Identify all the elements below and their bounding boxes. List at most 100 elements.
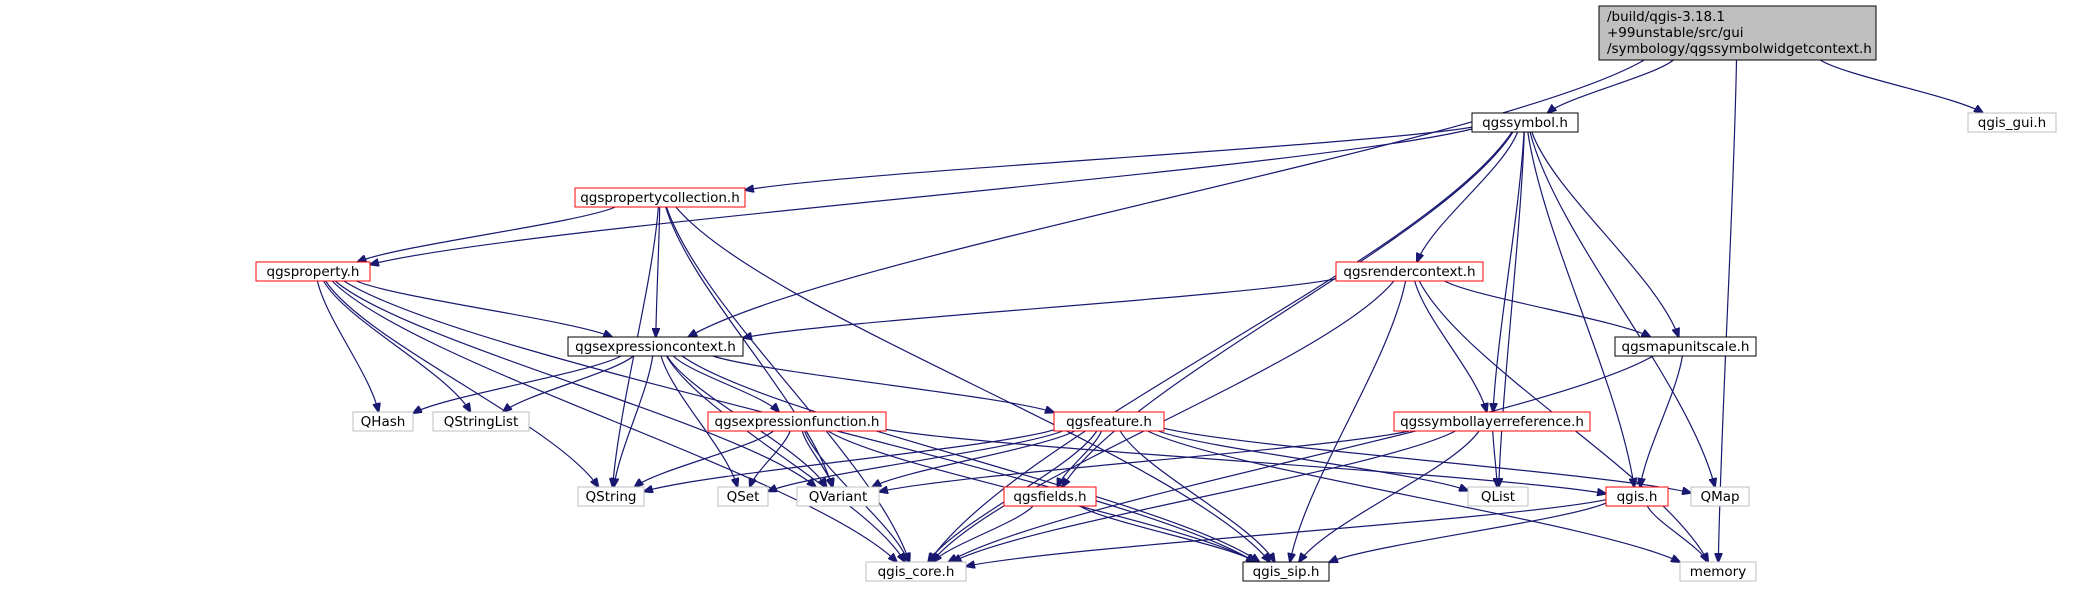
edge-qgsexpressioncontext-to-qset bbox=[660, 355, 738, 487]
nodes-layer: /build/qgis-3.18.1+99unstable/src/gui/sy… bbox=[255, 5, 2057, 582]
edge-qgssymbollayerreference-to-qlist bbox=[1492, 430, 1497, 487]
edge-qgsproperty-to-qstring bbox=[325, 280, 599, 487]
node-qhash-label: QHash bbox=[361, 414, 406, 430]
node-qgsexpressionfunction[interactable]: qgsexpressionfunction.h bbox=[707, 411, 887, 432]
node-qgssymbollayerreference-box bbox=[1393, 411, 1591, 432]
node-qgis_gui-label: qgis_gui.h bbox=[1978, 115, 2046, 131]
node-qstring[interactable]: QString bbox=[577, 486, 645, 507]
node-qmap-label: QMap bbox=[1700, 489, 1739, 505]
node-qlist-box bbox=[1467, 486, 1529, 507]
edge-qgsproperty-to-qvariant bbox=[334, 280, 816, 487]
node-qgsexpressioncontext-box bbox=[567, 336, 744, 357]
edge-qgsfeature-to-qlist bbox=[1158, 430, 1468, 491]
node-qgis_sip-box bbox=[1242, 561, 1330, 582]
node-qgis_sip[interactable]: qgis_sip.h bbox=[1242, 561, 1330, 582]
edge-qgssymbol-to-qmap bbox=[1529, 131, 1715, 487]
node-qgis-box bbox=[1605, 486, 1669, 507]
node-memory-label: memory bbox=[1690, 564, 1746, 580]
edge-qgsexpressioncontext-to-qgis_core bbox=[665, 355, 906, 562]
edge-qgssymbollayerreference-to-qgis_sip bbox=[1299, 430, 1480, 562]
edge-qgsexpressioncontext-to-qstringlist bbox=[503, 355, 634, 412]
node-qhash[interactable]: QHash bbox=[352, 411, 414, 432]
edge-qgspropertycollection-to-qgsexpressioncontext bbox=[656, 206, 661, 337]
node-qgsproperty[interactable]: qgsproperty.h bbox=[255, 261, 371, 282]
node-qgsfeature-label: qgsfeature.h bbox=[1066, 414, 1152, 430]
edge-qgsproperty-to-qstringlist bbox=[323, 280, 471, 412]
node-qvariant-box bbox=[796, 486, 880, 507]
edge-qgsexpressionfunction-to-qset bbox=[750, 430, 791, 487]
node-qstringlist[interactable]: QStringList bbox=[432, 411, 530, 432]
node-qgsmapunitscale[interactable]: qgsmapunitscale.h bbox=[1614, 336, 1757, 357]
edge-qgsmapunitscale-to-qgis bbox=[1640, 355, 1683, 487]
edge-qgsproperty-to-qgsexpressioncontext bbox=[356, 280, 612, 337]
node-qgspropertycollection-box bbox=[574, 187, 746, 208]
edge-qgsrendercontext-to-qgssymbollayerreference bbox=[1414, 280, 1487, 412]
node-qgis_core-label: qgis_core.h bbox=[878, 564, 955, 580]
edge-qgis-to-qgis_sip bbox=[1329, 502, 1607, 562]
node-qgis[interactable]: qgis.h bbox=[1605, 486, 1669, 507]
node-qgsexpressionfunction-box bbox=[707, 411, 887, 432]
edge-root-to-qgssymbol bbox=[1548, 59, 1674, 113]
node-qgsexpressioncontext-label: qgsexpressioncontext.h bbox=[575, 339, 736, 355]
node-qgsproperty-box bbox=[255, 261, 371, 282]
node-qlist-label: QList bbox=[1481, 489, 1515, 505]
node-qgis_core-box bbox=[865, 561, 967, 582]
edge-qgssymbollayerreference-to-qgis_core bbox=[953, 430, 1456, 562]
edge-qgsfeature-to-qmap bbox=[1163, 427, 1691, 493]
edge-qgsexpressioncontext-to-qgis_sip bbox=[681, 355, 1259, 562]
edge-qgsfeature-to-qgsfields bbox=[1058, 430, 1103, 487]
edge-qgsfeature-to-qset bbox=[768, 430, 1063, 491]
edge-qgssymbollayerreference-to-qvariant bbox=[879, 430, 1410, 492]
node-qgis-label: qgis.h bbox=[1617, 489, 1658, 505]
edge-qgsexpressioncontext-to-qgsexpressionfunction bbox=[672, 355, 779, 412]
node-qgsfeature[interactable]: qgsfeature.h bbox=[1053, 411, 1165, 432]
edge-qgssymbol-to-qgis_core bbox=[929, 131, 1513, 562]
edge-qgsrendercontext-to-qgsexpressioncontext bbox=[743, 278, 1337, 338]
edge-qgssymbol-to-qgis bbox=[1527, 131, 1634, 487]
node-qgssymbollayerreference[interactable]: qgssymbollayerreference.h bbox=[1393, 411, 1591, 432]
node-qgsfeature-box bbox=[1053, 411, 1165, 432]
node-memory-box bbox=[1679, 561, 1757, 582]
node-qgsproperty-label: qgsproperty.h bbox=[267, 264, 360, 280]
node-qstring-box bbox=[577, 486, 645, 507]
node-memory[interactable]: memory bbox=[1679, 561, 1757, 582]
edge-qgspropertycollection-to-qgis_core bbox=[665, 206, 910, 562]
edge-qgsexpressioncontext-to-qgsfeature bbox=[712, 355, 1054, 412]
edge-qgsexpressionfunction-to-qgis bbox=[885, 428, 1606, 493]
node-qgsrendercontext-box bbox=[1335, 261, 1484, 282]
edge-qgsexpressionfunction-to-qvariant bbox=[801, 430, 833, 487]
node-qgssymbol-box bbox=[1471, 112, 1579, 133]
edge-qgssymbol-to-qgsrendercontext bbox=[1417, 131, 1519, 262]
node-qgsmapunitscale-label: qgsmapunitscale.h bbox=[1622, 339, 1750, 355]
edge-qgis-to-qgis_core bbox=[966, 499, 1607, 567]
edge-root-to-qgis_gui bbox=[1819, 59, 1983, 113]
node-qlist[interactable]: QList bbox=[1467, 486, 1529, 507]
node-root-label-line-0: /build/qgis-3.18.1 bbox=[1607, 9, 1725, 25]
node-qhash-box bbox=[352, 411, 414, 432]
edge-qgsrendercontext-to-qgsmapunitscale bbox=[1444, 280, 1651, 337]
node-qgsexpressioncontext[interactable]: qgsexpressioncontext.h bbox=[567, 336, 744, 357]
node-qgssymbol[interactable]: qgssymbol.h bbox=[1471, 112, 1579, 133]
edge-qgsfeature-to-qgis_sip bbox=[1119, 430, 1275, 562]
edge-qgsfields-to-qgis_core bbox=[933, 505, 1034, 562]
edge-qgsproperty-to-qgis_core bbox=[331, 280, 897, 562]
node-qset-label: QSet bbox=[727, 489, 760, 505]
edge-qgssymbol-to-qgsmapunitscale bbox=[1531, 131, 1679, 337]
node-root-label-line-1: +99unstable/src/gui bbox=[1607, 25, 1744, 41]
node-qgis_sip-label: qgis_sip.h bbox=[1253, 564, 1320, 580]
node-qgsfields[interactable]: qgsfields.h bbox=[1003, 486, 1097, 507]
edge-qgspropertycollection-to-qgsproperty bbox=[358, 206, 616, 262]
node-qgsmapunitscale-box bbox=[1614, 336, 1757, 357]
node-qgis_core[interactable]: qgis_core.h bbox=[865, 561, 967, 582]
node-qgspropertycollection[interactable]: qgspropertycollection.h bbox=[574, 187, 746, 208]
node-qset[interactable]: QSet bbox=[717, 486, 769, 507]
node-qvariant[interactable]: QVariant bbox=[796, 486, 880, 507]
node-qgis_gui[interactable]: qgis_gui.h bbox=[1967, 112, 2057, 133]
node-qgsrendercontext[interactable]: qgsrendercontext.h bbox=[1335, 261, 1484, 282]
node-qmap[interactable]: QMap bbox=[1690, 486, 1750, 507]
node-root-label-line-2: /symbology/qgssymbolwidgetcontext.h bbox=[1607, 41, 1872, 57]
edge-qgssymbol-to-qlist bbox=[1499, 131, 1525, 487]
node-qmap-box bbox=[1690, 486, 1750, 507]
node-qstringlist-label: QStringList bbox=[444, 414, 519, 430]
